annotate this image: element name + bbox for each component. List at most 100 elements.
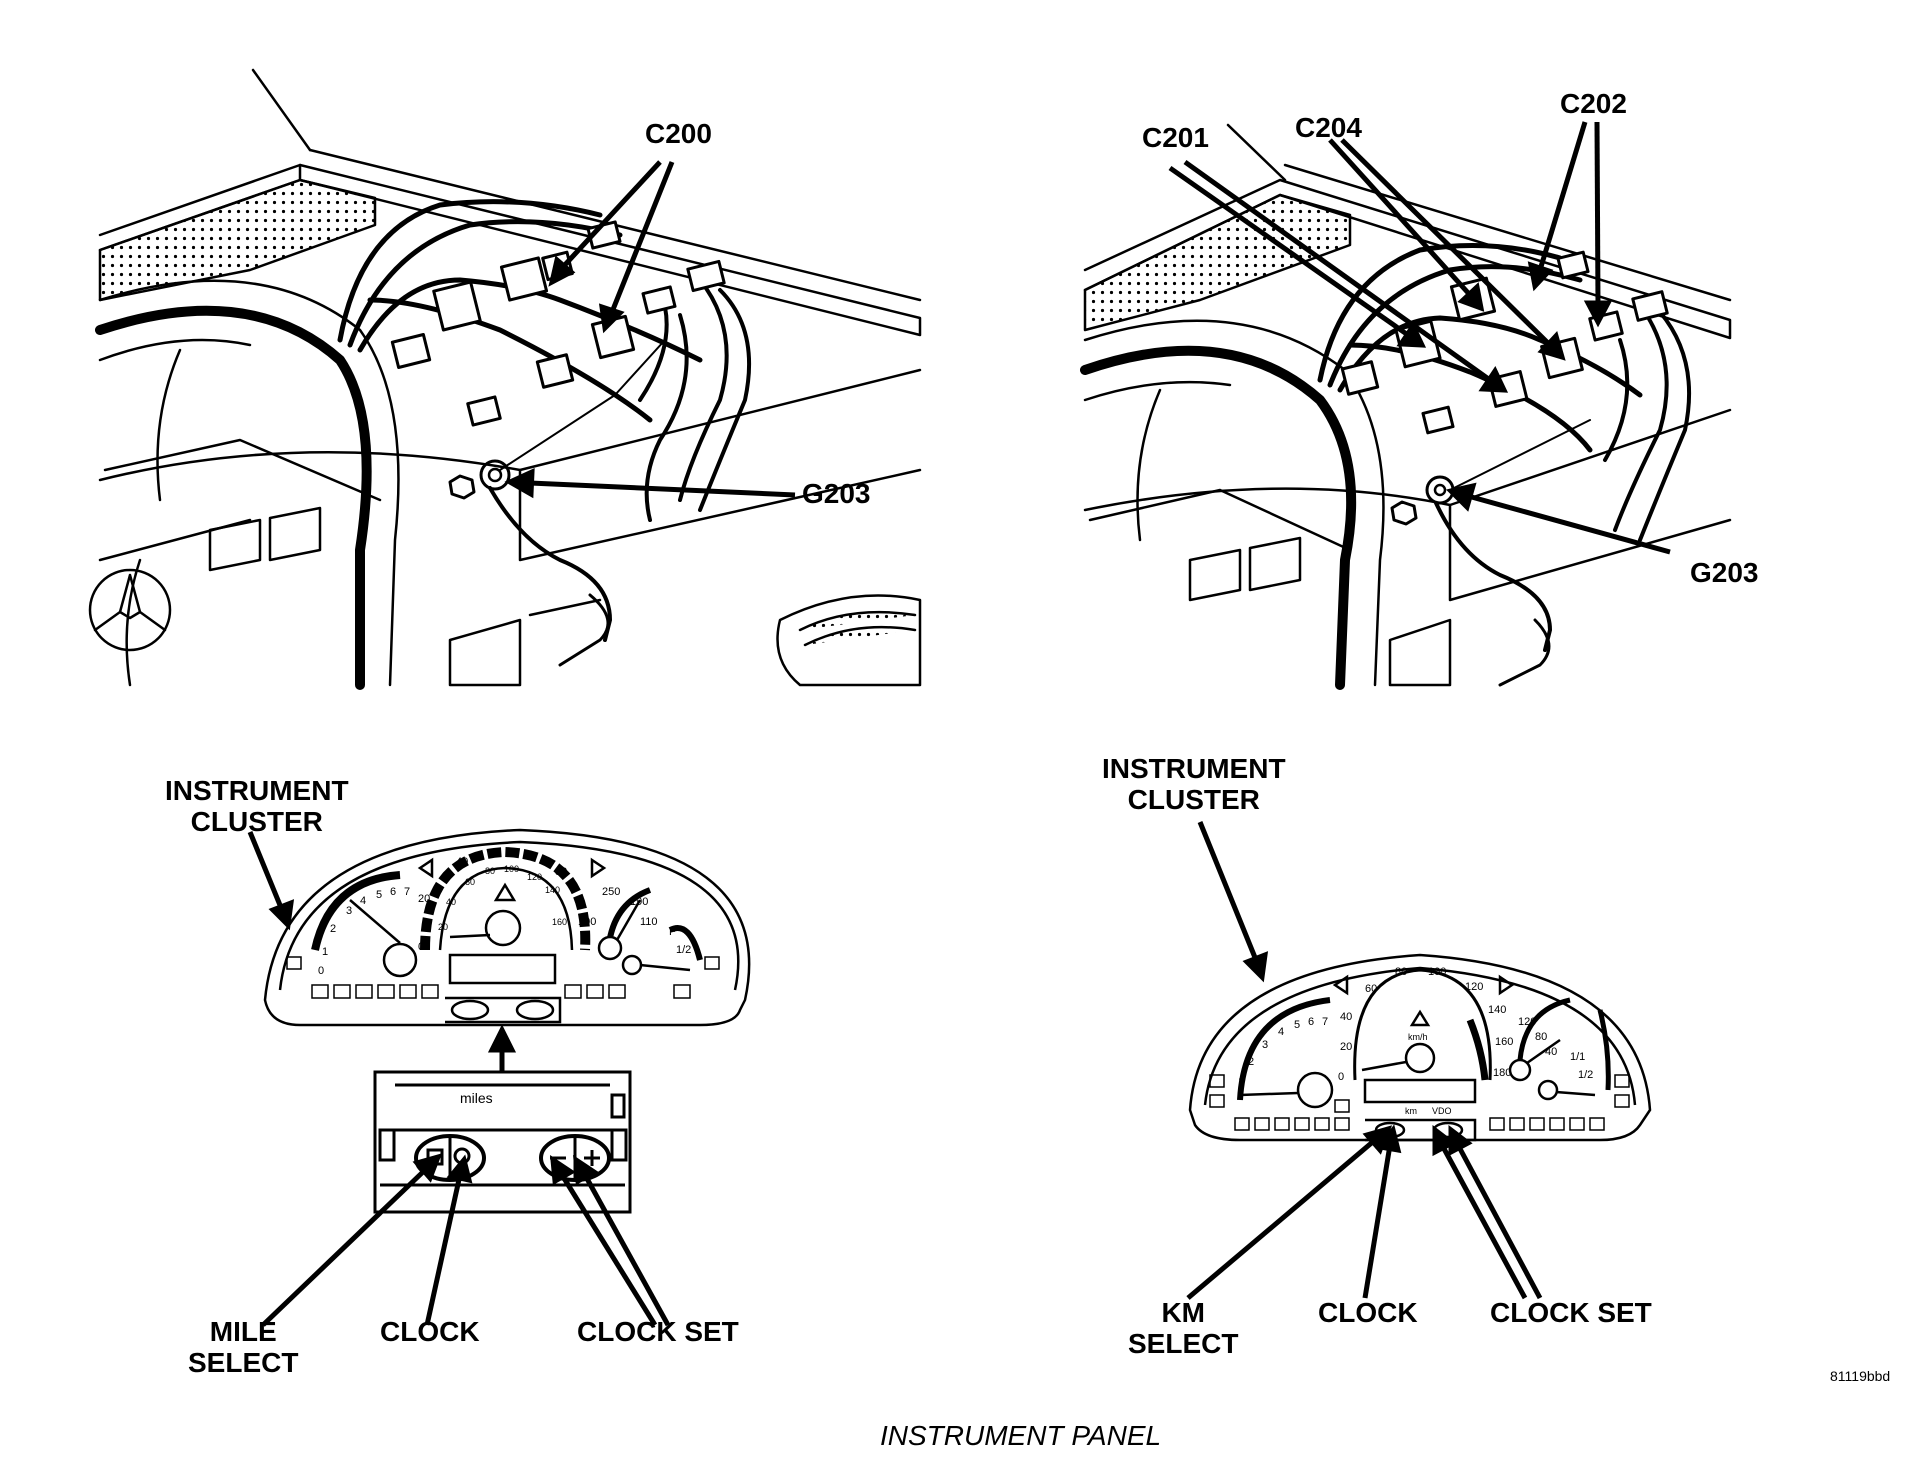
clock-label-right: CLOCK (1318, 1297, 1418, 1328)
figure-caption: INSTRUMENT PANEL (880, 1420, 1162, 1451)
svg-text:120: 120 (1518, 1016, 1536, 1028)
svg-text:1: 1 (1238, 1076, 1244, 1088)
svg-text:km/h: km/h (1408, 1032, 1428, 1042)
c202-label: C202 (1560, 88, 1627, 119)
svg-text:0: 0 (318, 965, 324, 977)
cluster-label-line1: INSTRUMENT (1102, 753, 1286, 784)
bottom-left-leader-arrows (261, 1153, 671, 1327)
svg-text:180: 180 (1493, 1067, 1511, 1079)
bottom-right-gauge-text: 1 2 3 4 5 6 7 0 20 40 60 80 100 120 140 … (1238, 966, 1593, 1116)
logo-emblem (88, 568, 172, 652)
air-vent-right (776, 594, 922, 687)
instrument-cluster-miles (263, 828, 751, 1027)
cluster-pointer-left (247, 831, 295, 931)
svg-text:1: 1 (322, 946, 328, 958)
clock-set-label-left: CLOCK SET (577, 1316, 739, 1347)
svg-text:7: 7 (1322, 1016, 1328, 1028)
svg-text:3: 3 (1262, 1039, 1268, 1051)
nut (448, 474, 476, 500)
svg-text:140: 140 (1488, 1004, 1506, 1016)
svg-text:60: 60 (465, 877, 475, 887)
svg-text:0: 0 (1338, 1071, 1344, 1083)
svg-text:1/2: 1/2 (676, 944, 691, 956)
svg-text:0: 0 (418, 941, 424, 953)
c200-leader-arrows (548, 160, 675, 334)
clock-control-detail (373, 1070, 632, 1214)
top-right-leader-arrows (1168, 121, 1671, 555)
bottom-right-leader-arrows (1186, 821, 1543, 1300)
svg-text:120: 120 (1465, 981, 1483, 993)
instrument-cluster-km (1188, 953, 1652, 1142)
cluster-label-line2: CLUSTER (190, 806, 323, 837)
svg-text:2: 2 (1248, 1056, 1254, 1068)
warning-light-row (1209, 1074, 1630, 1131)
svg-text:140: 140 (545, 885, 560, 895)
svg-text:40: 40 (456, 856, 468, 868)
wiring-harness (1317, 243, 1563, 383)
instrument-cluster-label-left: INSTRUMENT CLUSTER (165, 775, 349, 837)
svg-text:VDO: VDO (1432, 1106, 1452, 1116)
svg-text:250: 250 (602, 886, 620, 898)
dash-view-left (88, 68, 922, 690)
svg-text:110: 110 (640, 916, 658, 928)
svg-text:80: 80 (485, 866, 495, 876)
clock-set-label-right: CLOCK SET (1490, 1297, 1652, 1328)
instrument-cluster-label-right: INSTRUMENT CLUSTER (1102, 753, 1286, 815)
svg-text:190: 190 (630, 896, 648, 908)
wiring-harness (337, 199, 603, 343)
steering-wheel-right (1080, 345, 1357, 690)
cluster-label-line1: INSTRUMENT (165, 775, 349, 806)
ground-eyelet (479, 459, 511, 491)
speedometer-arc (1353, 968, 1492, 1081)
svg-text:3: 3 (346, 905, 352, 917)
warning-light-row (286, 956, 720, 999)
dash-texture (1083, 193, 1352, 332)
svg-text:60: 60 (505, 847, 517, 859)
svg-text:1/1: 1/1 (1570, 1051, 1585, 1063)
svg-text:5: 5 (376, 889, 382, 901)
svg-text:80: 80 (555, 866, 567, 878)
mile-select-line1: MILE (209, 1316, 277, 1347)
svg-text:20: 20 (1340, 1041, 1352, 1053)
tach-arc (1237, 997, 1331, 1101)
svg-text:6: 6 (390, 886, 396, 898)
connector-block (1340, 250, 1669, 435)
svg-text:6: 6 (1308, 1016, 1314, 1028)
mile-select-label: MILE SELECT (188, 1316, 298, 1378)
svg-text:120: 120 (527, 872, 542, 882)
svg-text:4: 4 (1278, 1026, 1284, 1038)
svg-text:F: F (669, 926, 676, 938)
svg-text:40: 40 (446, 897, 456, 907)
connector-block (390, 220, 726, 427)
c204-label: C204 (1295, 112, 1362, 143)
svg-text:40: 40 (1545, 1046, 1557, 1058)
svg-text:4: 4 (360, 895, 366, 907)
bottom-left-gauge-text: 0 1 2 3 4 5 6 7 0 20 40 60 80 100 20 40 … (318, 847, 691, 977)
g203-label-left: G203 (802, 478, 871, 509)
svg-text:80: 80 (1395, 966, 1407, 978)
detail-miles-text: miles (460, 1090, 493, 1106)
clock-label-left: CLOCK (380, 1316, 480, 1347)
svg-text:60: 60 (1365, 983, 1377, 995)
svg-text:100: 100 (1428, 966, 1446, 978)
steering-wheel-left (95, 305, 372, 690)
cluster-detail-pointer (487, 1024, 517, 1072)
speedometer-arc (420, 846, 591, 951)
cluster-label-line2: CLUSTER (1127, 784, 1260, 815)
g203-label-right: G203 (1690, 557, 1759, 588)
svg-text:20: 20 (438, 922, 448, 932)
mile-clock-button (414, 1134, 486, 1182)
svg-text:7: 7 (404, 886, 410, 898)
svg-text:80: 80 (1535, 1031, 1547, 1043)
svg-text:40: 40 (1340, 1011, 1352, 1023)
svg-text:5: 5 (1294, 1019, 1300, 1031)
odometer-display (448, 953, 557, 985)
nut (1390, 500, 1418, 526)
svg-text:100: 100 (504, 864, 519, 874)
odometer-display (1363, 1078, 1477, 1104)
km-select-label: KM SELECT (1128, 1297, 1238, 1359)
svg-text:20: 20 (418, 893, 430, 905)
km-select-line2: SELECT (1128, 1328, 1239, 1359)
clock-set-button (539, 1134, 611, 1182)
